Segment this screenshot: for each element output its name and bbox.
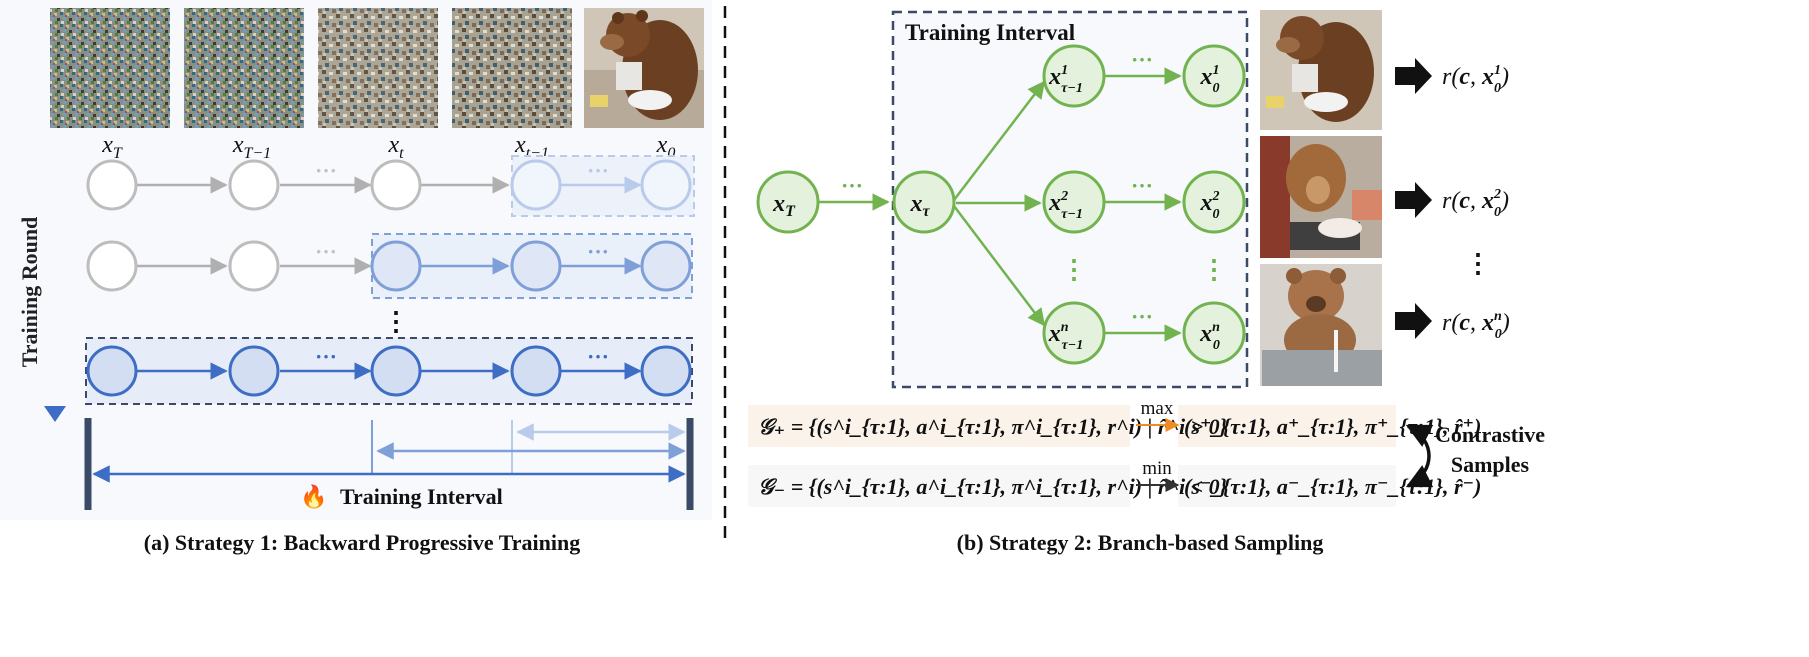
round-row-3: ··· ···: [85, 337, 693, 405]
node-r2-xT: [86, 240, 138, 292]
max-label: max: [1141, 398, 1174, 419]
bear-sample-2: [1260, 136, 1382, 258]
noise-image-xt: [318, 8, 438, 128]
vertical-ellipsis: ⋮: [383, 307, 409, 336]
node-r1-xt: [370, 159, 422, 211]
ellipsis: ···: [587, 344, 609, 369]
node-x2-0: [1182, 170, 1246, 234]
round-row-1: ··· ···: [86, 155, 695, 217]
training-round-arrowhead: [44, 406, 66, 422]
reward-arrow-n: [1395, 303, 1432, 339]
node-r1-xT-1: [228, 159, 280, 211]
ellipsis: ···: [1131, 173, 1153, 198]
result-plus-box: [1178, 405, 1396, 447]
left-interval-label: Training Interval: [340, 484, 503, 509]
node-xn-0: [1182, 301, 1246, 365]
contrastive-label-line2: Samples: [1451, 452, 1530, 477]
interval-brackets: [84, 418, 694, 510]
node-xT: [756, 170, 820, 234]
round-row-2: ··· ···: [86, 233, 693, 299]
fire-icon: 🔥: [300, 484, 327, 509]
reward-arrow-2: [1395, 182, 1432, 218]
node-r1-xt-1: [510, 159, 562, 211]
noise-image-xt-1: [452, 8, 572, 128]
node-r1-xT: [86, 159, 138, 211]
node-r2-xt-1: [510, 240, 562, 292]
group-plus-box: [748, 405, 1130, 447]
reward-arrow-1: [1395, 58, 1432, 94]
node-x1-tau-1: [1042, 44, 1106, 108]
min-label: min: [1142, 458, 1172, 479]
bear-sample-1: [1260, 10, 1382, 130]
node-x2-tau-1: [1042, 170, 1106, 234]
training-interval-title: Training Interval: [905, 20, 1075, 45]
ellipsis: ···: [315, 239, 337, 264]
noise-image-strip: [50, 8, 704, 128]
training-round-label: Training Round: [17, 217, 42, 368]
ellipsis: ···: [315, 344, 337, 369]
ellipsis: ···: [315, 158, 337, 183]
node-r1-x0: [640, 159, 692, 211]
group-minus-formula: 𝒢₋ = {(s^i_{τ:1}, a^i_{τ:1}, π^i_{τ:1}, …: [758, 474, 1228, 499]
node-r2-xT-1: [228, 240, 280, 292]
node-r2-xt: [370, 240, 422, 292]
node-r2-x0: [640, 240, 692, 292]
ellipsis: ···: [1131, 304, 1153, 329]
group-plus-formula: 𝒢₊ = {(s^i_{τ:1}, a^i_{τ:1}, π^i_{τ:1}, …: [758, 414, 1228, 439]
bear-sample-3: [1260, 264, 1382, 386]
contrastive-formulas: 𝒢₊ = {(s^i_{τ:1}, a^i_{τ:1}, π^i_{τ:1}, …: [748, 398, 1545, 507]
vertical-ellipsis: ⋮: [1465, 249, 1491, 278]
node-r3-xt-1: [510, 345, 562, 397]
node-xtau: [892, 170, 956, 234]
ellipsis: ···: [1131, 47, 1153, 72]
vertical-ellipsis: ⋮: [1061, 255, 1087, 284]
node-r3-xT: [86, 345, 138, 397]
bear-image-x0: [584, 8, 704, 128]
node-x1-0: [1182, 44, 1246, 108]
ellipsis: ···: [841, 173, 863, 198]
right-caption: (b) Strategy 2: Branch-based Sampling: [956, 530, 1324, 555]
node-r3-xT-1: [228, 345, 280, 397]
result-minus-box: [1178, 465, 1396, 507]
contrastive-arrow: [1405, 424, 1434, 488]
left-caption: (a) Strategy 1: Backward Progressive Tra…: [143, 530, 581, 555]
noise-image-xT-1: [184, 8, 304, 128]
noise-image-xT: [50, 8, 170, 128]
result-minus-formula: (s⁻_{τ:1}, a⁻_{τ:1}, π⁻_{τ:1}, r̂⁻): [1184, 474, 1481, 499]
vertical-ellipsis: ⋮: [1201, 255, 1227, 284]
sample-images: [1260, 10, 1382, 386]
ellipsis: ···: [587, 158, 609, 183]
contrastive-label-line1: Contrastive: [1435, 422, 1545, 447]
ellipsis: ···: [587, 239, 609, 264]
node-r3-xt: [370, 345, 422, 397]
branch-edges: ··· ··· ··· ··· ⋮ ⋮: [818, 47, 1227, 342]
group-minus-box: [748, 465, 1130, 507]
node-xn-tau-1: [1042, 301, 1106, 365]
node-r3-x0: [640, 345, 692, 397]
